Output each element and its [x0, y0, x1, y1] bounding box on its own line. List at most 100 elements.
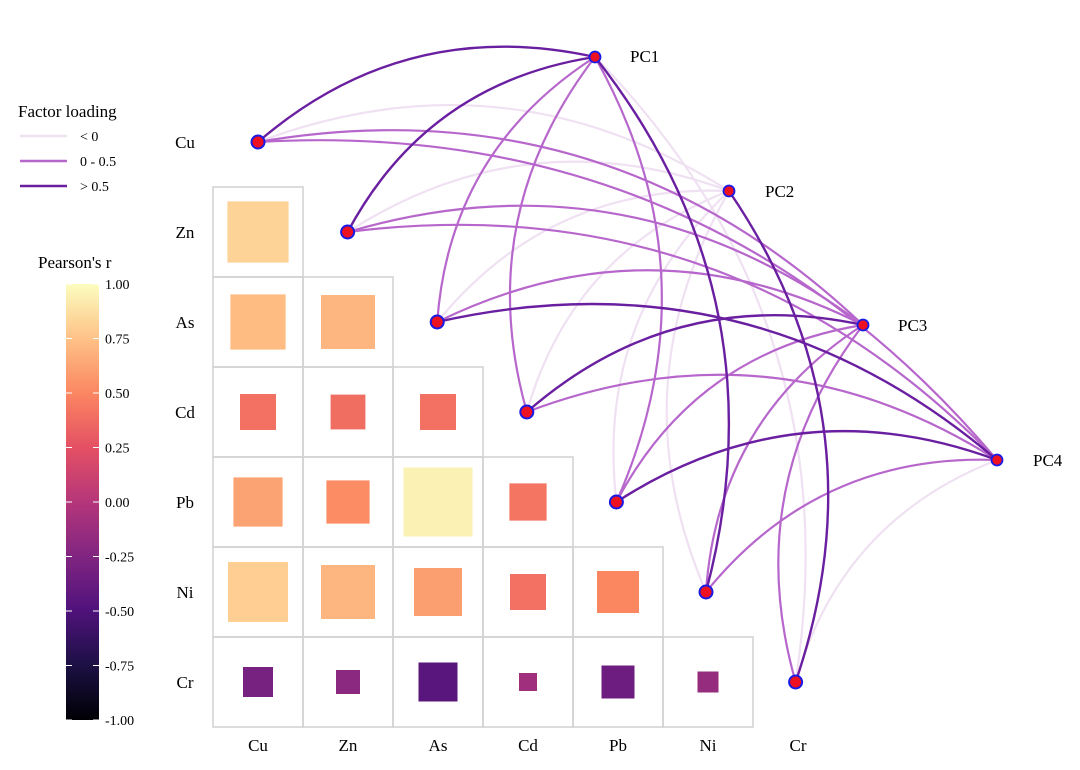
edge-cu-pc2	[257, 103, 730, 192]
edge-ni-pc4	[705, 458, 998, 593]
corr-square-pb-cu	[233, 477, 283, 527]
colorbar-tick-label-5: -0.25	[105, 551, 134, 566]
edge-pb-pc3	[615, 323, 864, 503]
row-label-ni: Ni	[177, 583, 194, 602]
corr-square-cd-cu	[240, 394, 276, 430]
edge-cr-pc3	[777, 324, 864, 683]
node-pc2	[722, 184, 736, 198]
loading-edges	[257, 45, 998, 683]
edge-cu-pc1	[257, 45, 596, 143]
edge-cr-pc1	[594, 56, 807, 683]
edge-as-pc2	[436, 189, 730, 323]
corr-square-cr-pb	[601, 665, 635, 699]
edge-cd-pc3	[526, 314, 864, 413]
correlation-grid	[212, 186, 754, 728]
col-label-cr: Cr	[790, 736, 807, 755]
edge-ni-pc1	[594, 56, 731, 593]
corr-square-as-cu	[230, 294, 286, 350]
col-label-zn: Zn	[339, 736, 358, 755]
loading-legend-items: < 0 0 - 0.5 > 0.5	[20, 130, 116, 195]
edge-cu-pc4	[257, 139, 998, 461]
corr-square-pb-cd	[509, 483, 547, 521]
node-pb	[608, 494, 624, 510]
edge-pb-pc1	[594, 56, 663, 503]
row-label-as: As	[176, 313, 195, 332]
edge-cd-pc1	[508, 56, 596, 413]
edge-as-pc1	[436, 56, 596, 323]
col-label-pb: Pb	[609, 736, 627, 755]
col-label-ni: Ni	[700, 736, 717, 755]
edge-zn-pc1	[346, 55, 596, 233]
row-label-pb: Pb	[176, 493, 194, 512]
node-cu	[250, 134, 266, 150]
col-label-as: As	[429, 736, 448, 755]
colorbar-ticks: 1.00 0.75 0.50 0.25 0.00 -0.25 -0.50 -0.75 -1.00	[66, 278, 134, 729]
edge-zn-pc4	[347, 223, 998, 461]
colorbar-tick-label-3: 0.25	[105, 442, 130, 457]
pc-label-pc2: PC2	[765, 182, 794, 201]
edge-cr-pc4	[794, 458, 998, 683]
pc-label-pc3: PC3	[898, 316, 927, 335]
colorbar-tick-label-8: -1.00	[105, 714, 134, 729]
loading-legend-label-2: > 0.5	[80, 180, 109, 195]
corr-square-pb-as	[403, 467, 473, 537]
corr-square-cr-cu	[243, 667, 273, 697]
edge-zn-pc3	[347, 204, 864, 326]
col-label-cu: Cu	[248, 736, 268, 755]
edge-as-pc3	[436, 269, 864, 326]
corr-square-cr-cd	[519, 673, 537, 691]
node-as	[429, 314, 445, 330]
nodes	[250, 50, 1004, 690]
corr-square-ni-as	[414, 568, 462, 616]
corr-square-ni-cu	[228, 562, 288, 622]
node-cr	[788, 674, 804, 690]
edge-cd-pc2	[525, 189, 730, 413]
node-ni	[698, 584, 714, 600]
pc-label-pc1: PC1	[630, 47, 659, 66]
grid-cell-cr-ni	[662, 636, 754, 728]
corr-square-as-zn	[321, 295, 375, 349]
colorbar-tick-label-0: 1.00	[105, 278, 130, 293]
loading-legend-label-1: 0 - 0.5	[80, 155, 116, 170]
corr-square-zn-cu	[227, 201, 289, 263]
node-zn	[340, 224, 356, 240]
colorbar-tick-label-7: -0.75	[105, 660, 134, 675]
colorbar-tick-label-4: 0.00	[105, 496, 130, 511]
row-label-cu: Cu	[175, 133, 195, 152]
loading-legend-label-0: < 0	[80, 130, 98, 145]
colorbar-tick-label-1: 0.75	[105, 333, 130, 348]
edge-ni-pc3	[704, 324, 864, 593]
corr-square-cd-zn	[330, 394, 366, 430]
pc-label-pc4: PC4	[1033, 451, 1063, 470]
colorbar-tick-label-2: 0.50	[105, 387, 130, 402]
edge-ni-pc2	[665, 190, 730, 593]
edge-cu-pc3	[257, 129, 864, 326]
corr-square-ni-cd	[510, 574, 546, 610]
edge-cd-pc4	[526, 373, 998, 461]
row-label-zn: Zn	[176, 223, 195, 242]
node-pc3	[856, 318, 870, 332]
row-label-cr: Cr	[177, 673, 194, 692]
colorbar-title: Pearson's r	[38, 253, 112, 272]
corr-square-cr-ni	[697, 671, 719, 693]
edge-cr-pc2	[728, 190, 830, 683]
edge-as-pc4	[436, 302, 998, 461]
corr-square-cd-as	[420, 394, 456, 430]
edge-pb-pc2	[612, 190, 730, 503]
corr-square-ni-pb	[597, 571, 639, 613]
edge-pb-pc4	[615, 429, 998, 504]
legend: Factor loading < 0 0 - 0.5 > 0.5 Pearson's…	[18, 102, 134, 729]
node-cd	[519, 404, 535, 420]
edge-zn-pc2	[347, 160, 730, 233]
loading-legend-title: Factor loading	[18, 102, 117, 121]
col-label-cd: Cd	[518, 736, 538, 755]
node-pc1	[588, 50, 602, 64]
corr-square-cr-zn	[336, 670, 360, 694]
row-label-cd: Cd	[175, 403, 195, 422]
corr-square-pb-zn	[326, 480, 370, 524]
colorbar-tick-label-6: -0.50	[105, 605, 134, 620]
corr-square-ni-zn	[321, 565, 375, 619]
corr-square-cr-as	[418, 662, 458, 702]
